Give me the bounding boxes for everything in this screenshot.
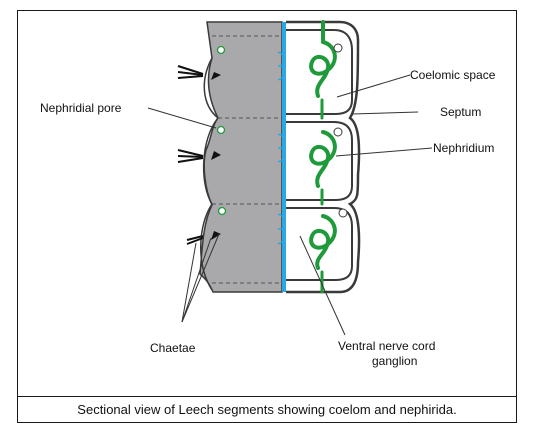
label-nephridium: Nephridium xyxy=(433,141,494,155)
leader-nephridial-pore xyxy=(147,107,217,129)
leader-chaetae-3 xyxy=(181,233,220,323)
leader-chaetae-1 xyxy=(181,242,197,323)
chaeta-inner-1 xyxy=(211,72,221,80)
label-ventral-nerve-cord-1: Ventral nerve cord xyxy=(338,339,435,353)
label-chaetae: Chaetae xyxy=(150,341,196,355)
nerve-branches xyxy=(277,51,287,245)
chaeta-inner-3 xyxy=(211,231,221,240)
segment-bulge-3 xyxy=(200,203,213,291)
chaetae-group-1 xyxy=(177,65,204,79)
label-nephridial-pore: Nephridial pore xyxy=(40,101,122,115)
label-ventral-nerve-cord-2: ganglion xyxy=(372,354,417,368)
nephridium-2 xyxy=(309,130,337,206)
leader-nephridium xyxy=(335,147,433,157)
label-coelomic-space: Coelomic space xyxy=(410,68,496,82)
nephridial-pore-1 xyxy=(216,45,226,55)
chaetae-group-3 xyxy=(186,235,204,245)
leader-coelomic-space xyxy=(336,74,411,98)
chaeta-inner-2 xyxy=(211,151,221,160)
nephridium-3 xyxy=(309,214,337,294)
nephridium-funnel-3 xyxy=(338,208,348,218)
leader-chaetae-2 xyxy=(181,237,212,323)
chaetae-group-2 xyxy=(177,149,204,163)
figure-caption: Sectional view of Leech segments showing… xyxy=(17,396,517,423)
leader-septum xyxy=(351,111,419,115)
label-septum: Septum xyxy=(440,105,481,119)
segment-bulge-2 xyxy=(202,117,219,205)
segment-bulge-1 xyxy=(203,57,219,119)
body-wall-outer xyxy=(286,20,361,294)
nephridium-1 xyxy=(309,20,337,120)
nephridium-funnel-1 xyxy=(333,43,343,53)
leader-ventral-nerve-cord xyxy=(299,235,346,336)
nephridial-pore-2 xyxy=(216,125,226,135)
nephridial-pore-3 xyxy=(217,206,227,216)
nephridium-funnel-2 xyxy=(333,127,343,137)
